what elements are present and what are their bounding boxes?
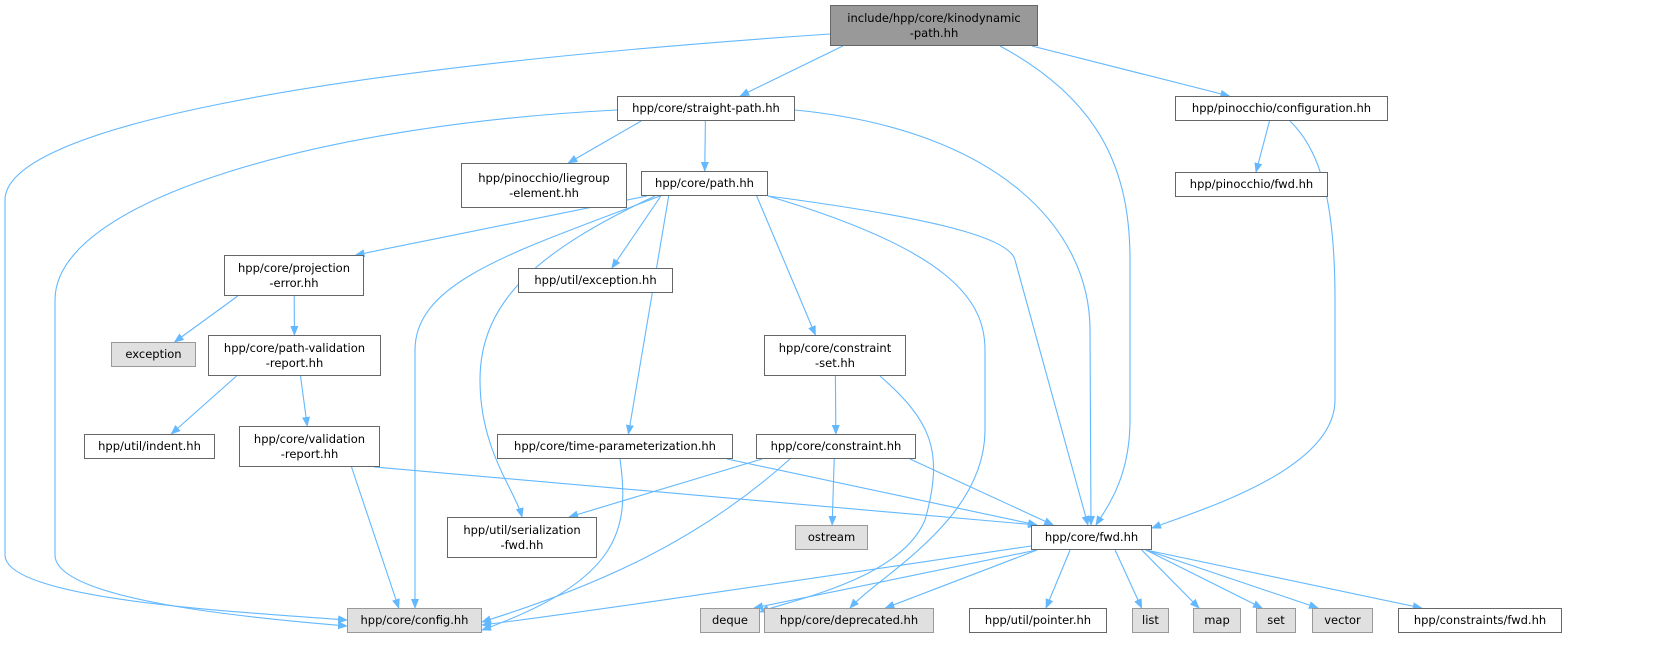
edge-timeparam-to-config — [481, 458, 624, 631]
node-projection[interactable]: hpp/core/projection -error.hh — [224, 255, 364, 296]
node-kino[interactable]: include/hpp/core/kinodynamic -path.hh — [830, 5, 1038, 46]
edge-configuration-to-fwd — [1151, 120, 1336, 529]
node-ostream: ostream — [795, 525, 868, 550]
edge-timeparam-to-fwd — [726, 458, 1038, 528]
node-straight[interactable]: hpp/core/straight-path.hh — [617, 96, 795, 121]
edge-path-to-cset — [756, 195, 816, 336]
node-fwd[interactable]: hpp/core/fwd.hh — [1031, 525, 1152, 550]
edge-fwd-to-vector — [1145, 549, 1319, 609]
edge-fwd-to-set — [1145, 549, 1263, 609]
node-list: list — [1132, 608, 1169, 633]
edge-pathval-to-valrep — [299, 375, 311, 427]
node-pathval[interactable]: hpp/core/path-validation -report.hh — [208, 335, 381, 376]
edge-straight-to-config — [54, 109, 618, 630]
edge-straight-to-liegroup — [567, 120, 642, 164]
node-exception: exception — [111, 342, 196, 367]
edge-kino-to-fwd — [999, 45, 1131, 526]
edge-projection-to-exception — [173, 295, 239, 343]
node-timeparam[interactable]: hpp/core/time-parameterization.hh — [497, 434, 733, 459]
edge-kino-to-config — [4, 33, 831, 624]
node-deprecated: hpp/core/deprecated.hh — [764, 608, 934, 633]
node-cfwd[interactable]: hpp/constraints/fwd.hh — [1398, 608, 1562, 633]
edge-path-to-config — [411, 195, 661, 609]
node-indent[interactable]: hpp/util/indent.hh — [84, 434, 215, 459]
edge-constraint-to-config — [481, 458, 791, 624]
node-deque: deque — [700, 608, 760, 633]
node-pointer[interactable]: hpp/util/pointer.hh — [969, 608, 1107, 633]
edge-path-to-timeparam — [625, 195, 670, 435]
edge-fwd-to-config — [481, 545, 1032, 628]
edge-straight-to-fwd — [794, 109, 1095, 526]
edge-fwd-to-pointer — [1045, 549, 1071, 609]
node-serial[interactable]: hpp/util/serialization -fwd.hh — [447, 517, 597, 558]
node-map: map — [1193, 608, 1241, 633]
edge-path-to-fwd — [767, 195, 1090, 526]
edge-constraint-to-ostream — [828, 458, 837, 526]
node-liegroup[interactable]: hpp/pinocchio/liegroup -element.hh — [461, 163, 627, 208]
edge-kino-to-straight — [739, 45, 844, 97]
edge-kino-to-configuration — [1031, 45, 1231, 98]
node-constraint[interactable]: hpp/core/constraint.hh — [756, 434, 916, 459]
node-config: hpp/core/config.hh — [347, 608, 482, 633]
node-pinfwd[interactable]: hpp/pinocchio/fwd.hh — [1175, 172, 1328, 197]
edge-valrep-to-config — [350, 466, 400, 609]
edge-straight-to-path — [700, 120, 709, 172]
node-cset[interactable]: hpp/core/constraint -set.hh — [764, 335, 906, 376]
edge-fwd-to-deprecated — [884, 549, 1038, 609]
edge-fwd-to-map — [1141, 549, 1200, 609]
node-configuration[interactable]: hpp/pinocchio/configuration.hh — [1175, 96, 1388, 121]
edge-constraint-to-serial — [568, 458, 763, 519]
node-utilexc[interactable]: hpp/util/exception.hh — [518, 268, 673, 293]
edge-fwd-to-deque — [753, 549, 1038, 611]
edge-constraint-to-fwd — [909, 458, 1055, 526]
edge-fwd-to-cfwd — [1145, 549, 1423, 611]
node-path[interactable]: hpp/core/path.hh — [641, 171, 768, 196]
edge-configuration-to-pinfwd — [1254, 120, 1271, 173]
node-vector: vector — [1312, 608, 1373, 633]
node-set: set — [1256, 608, 1296, 633]
edge-path-to-utilexc — [611, 195, 662, 269]
node-valrep[interactable]: hpp/core/validation -report.hh — [239, 426, 380, 467]
edge-fwd-to-list — [1114, 549, 1143, 609]
edge-pathval-to-indent — [170, 375, 237, 435]
edge-path-to-serial — [479, 195, 656, 518]
